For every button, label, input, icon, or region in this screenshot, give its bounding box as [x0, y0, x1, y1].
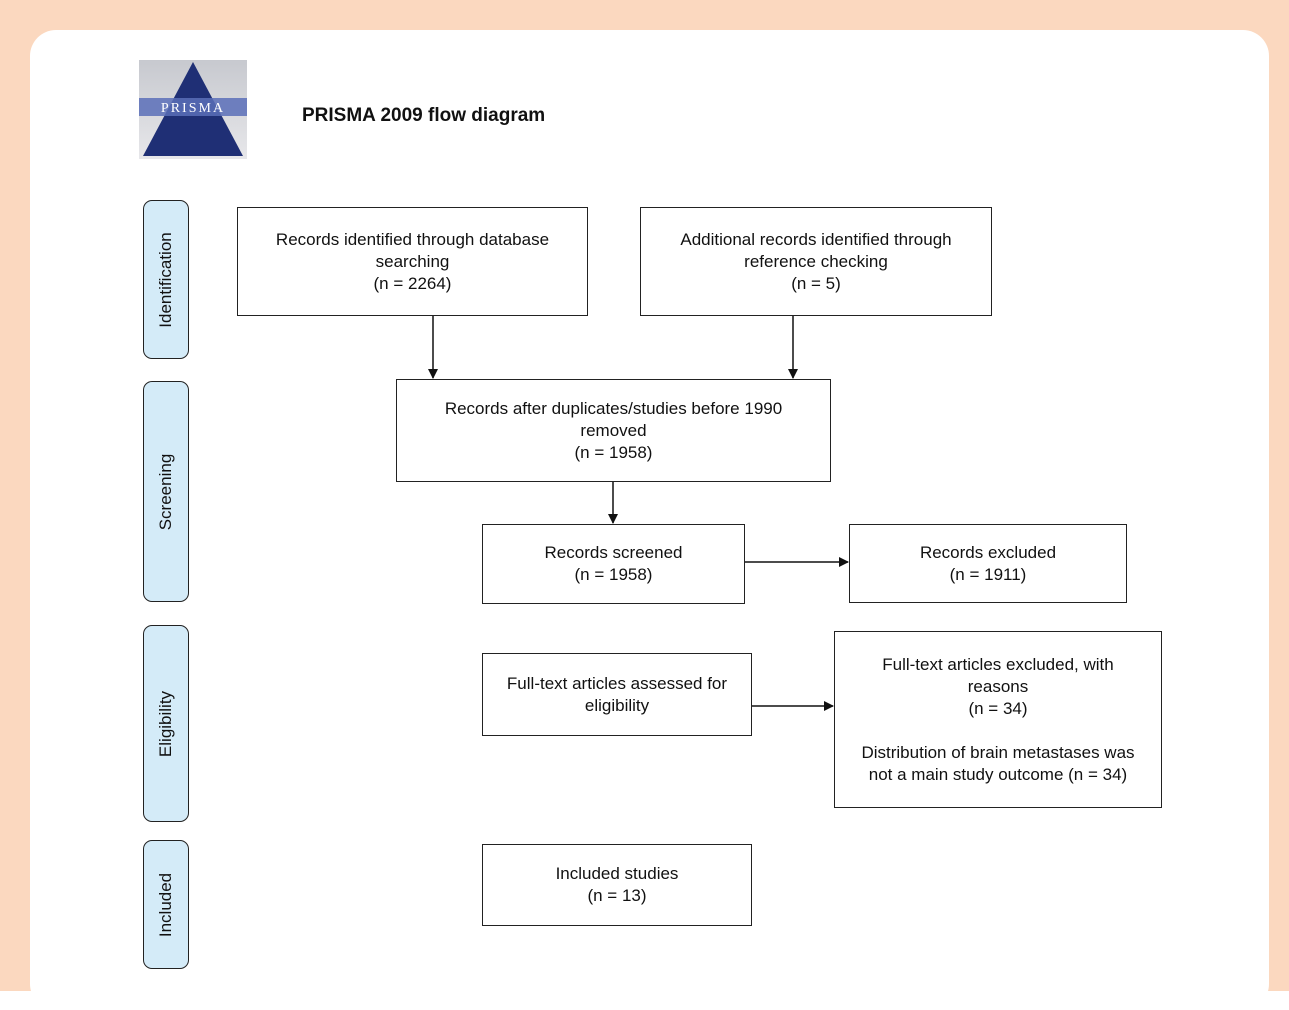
- box-included-studies: Included studies (n = 13): [482, 844, 752, 926]
- box-text: not a main study outcome (n = 34): [868, 764, 1128, 784]
- prisma-logo: PRISMA: [139, 60, 247, 159]
- phase-eligibility: Eligibility: [143, 625, 189, 822]
- box-count: (n = 34): [968, 698, 1028, 718]
- box-text: Records after duplicates/studies before …: [444, 398, 783, 418]
- box-count: (n = 5): [791, 273, 841, 293]
- box-fulltext-excluded: Full-text articles excluded, with reason…: [834, 631, 1162, 808]
- box-text: Records identified through database: [275, 229, 550, 249]
- box-additional-records: Additional records identified through re…: [640, 207, 992, 316]
- box-text: eligibility: [584, 695, 650, 715]
- box-count: (n = 2264): [373, 273, 452, 293]
- phase-identification: Identification: [143, 200, 189, 359]
- box-count: (n = 1958): [574, 565, 653, 584]
- box-text: Additional records identified through: [680, 229, 952, 249]
- box-text: Included studies: [555, 864, 679, 883]
- box-text: Records excluded: [919, 542, 1057, 562]
- box-text: Full-text articles excluded, with: [882, 654, 1114, 674]
- diagram-title: PRISMA 2009 flow diagram: [302, 105, 546, 126]
- logo-text: PRISMA: [161, 101, 225, 116]
- box-count: (n = 13): [587, 886, 647, 905]
- box-records-screened: Records screened (n = 1958): [482, 524, 745, 604]
- box-records-excluded: Records excluded (n = 1911): [849, 524, 1127, 603]
- box-text: reasons: [967, 676, 1029, 696]
- box-text: Full-text articles assessed for: [506, 673, 728, 693]
- box-fulltext-assessed: Full-text articles assessed for eligibil…: [482, 653, 752, 736]
- phase-screening: Screening: [143, 381, 189, 602]
- box-text: reference checking: [744, 251, 888, 271]
- box-text: Records screened: [544, 543, 683, 562]
- phase-included: Included: [143, 840, 189, 969]
- box-count: (n = 1958): [574, 442, 653, 462]
- box-text: Distribution of brain metastases was: [861, 742, 1135, 762]
- box-deduplicated-records: Records after duplicates/studies before …: [396, 379, 831, 482]
- box-database-records: Records identified through database sear…: [237, 207, 588, 316]
- box-count: (n = 1911): [949, 564, 1027, 584]
- box-text: removed: [580, 420, 647, 440]
- box-text: searching: [375, 251, 450, 271]
